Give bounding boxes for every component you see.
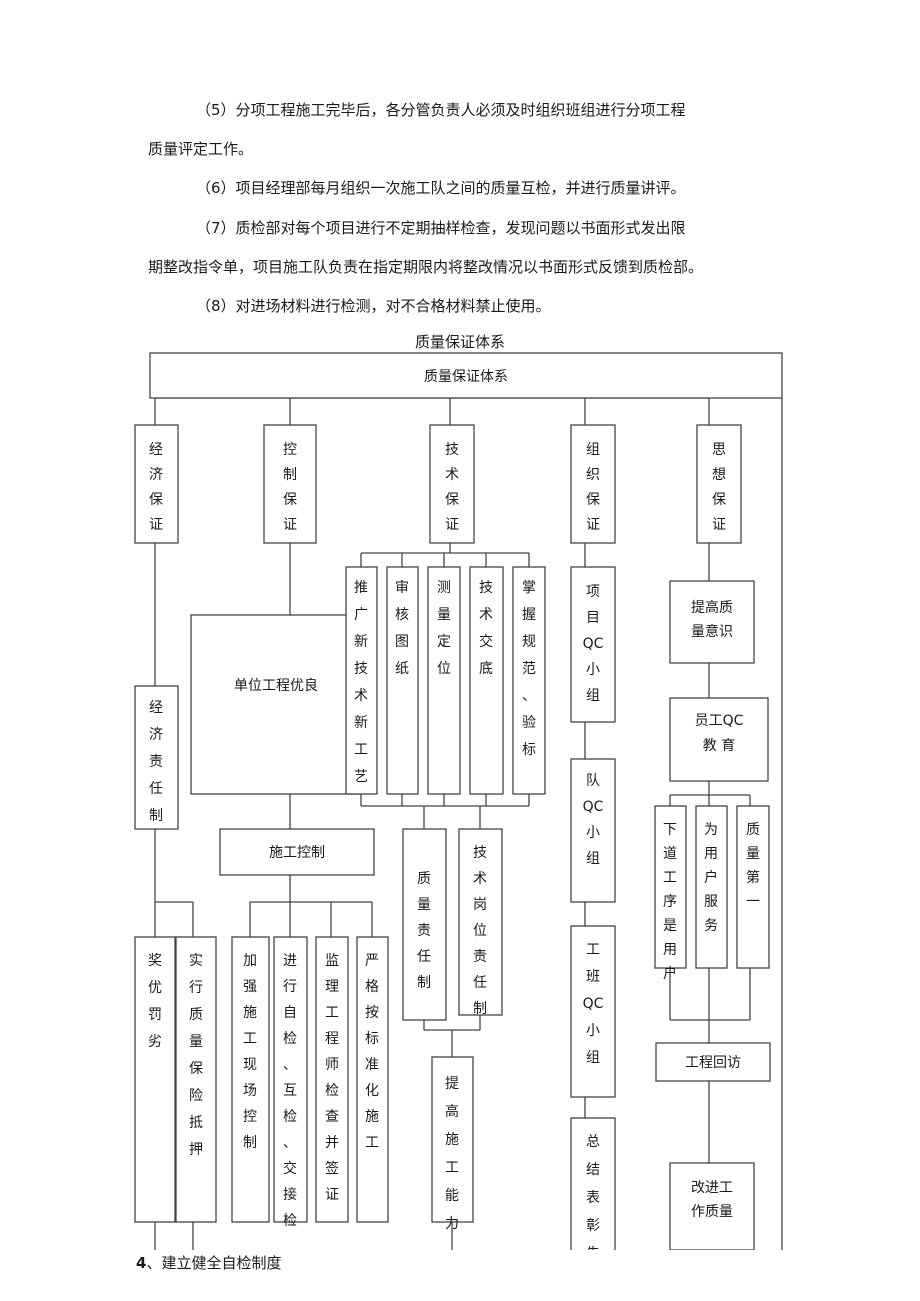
control-label: 控制保证 [283,442,297,533]
quality-responsibility-label: 质量责任制 [417,871,431,991]
unit-excellent-box [190,614,362,795]
review-drawings-box [386,566,419,795]
paragraph-3: （7）质检部对每个项目进行不定期抽样检查，发现问题以书面形式发出限 [196,219,686,237]
diagram-caption: 质量保证体系 [414,333,505,351]
root-label: 质量保证体系 [424,369,508,385]
tech-disclosure-box [469,566,504,795]
quality-assurance-diagram: 质量保证体系 经济保证 控制保证 技术保证 组织保证 思想保证 经济责任制 奖优… [134,352,783,1250]
economic-box [134,424,179,544]
qc-education-box [669,697,769,782]
standards-box [512,566,546,795]
organization-box [570,424,616,544]
quality-responsibility-box [402,828,447,1021]
paragraph-3-cont: 期整改指令单，项目施工队负责在指定期限内将整改情况以书面形式反馈到质检部。 [148,258,704,276]
technical-box [429,424,475,544]
site-control-box [231,936,270,1223]
root-box [149,352,783,399]
qc-education-label-2: 教 育 [703,738,735,754]
standardized-box [356,936,389,1223]
improve-ability-label: 提高施工能力 [445,1076,459,1232]
ideology-box [696,424,742,544]
crew-qc-box [570,925,616,1098]
awareness-box [669,580,755,664]
ideology-label: 思想保证 [712,442,726,533]
reward-label: 奖优罚劣 [148,952,162,1050]
project-qc-box [570,566,616,723]
deposit-box [175,936,217,1223]
serve-users-box [695,805,728,969]
post-responsibility-box [458,828,503,1016]
survey-box [427,566,461,795]
summary-box [570,1117,616,1250]
control-box [263,424,317,544]
review-drawings-label: 审核图纸 [395,580,409,677]
paragraph-1-cont: 质量评定工作。 [148,140,254,158]
tech-disclosure-label: 技术交底 [479,580,493,677]
economic-responsibility-label: 经济责任制 [149,700,163,824]
unit-excellent-label: 单位工程优良 [234,678,318,694]
next-process-box [654,805,687,969]
quality-first-label: 质量第一 [746,822,760,910]
post-responsibility-label: 技术岗位责任制 [473,845,487,1017]
paragraph-4: （8）对进场材料进行检测，对不合格材料禁止使用。 [196,297,551,315]
organization-label: 组织保证 [586,442,600,533]
paragraph-1: （5）分项工程施工完毕后，各分管负责人必须及时组织班组进行分项工程 [196,101,686,119]
deposit-label: 实行质量保险抵押 [189,953,203,1158]
reward-box [134,936,176,1223]
technical-label: 技术保证 [445,442,459,533]
revisit-label: 工程回访 [685,1055,741,1071]
supervision-label: 监理工程师检查并签证 [325,953,339,1203]
awareness-label: 提高质量意识 [691,599,733,640]
supervision-box [315,936,349,1223]
next-process-label: 下道工序是用户 [663,822,677,982]
construction-control-box [219,828,375,876]
quality-first-box [736,805,770,969]
survey-label: 测量定位 [437,580,451,677]
economic-responsibility-box [134,685,179,830]
improve-quality-label-1: 改进工 [691,1180,733,1196]
revisit-box [655,1042,771,1082]
qc-education-label-1: 员工QC [695,713,744,729]
improve-ability-box [431,1056,474,1223]
footer-heading: 4、建立健全自检制度 [136,1254,282,1272]
self-check-label: 进行自检、互检、交接检 [283,953,297,1229]
summary-label: 总结表彰先 [586,1134,600,1250]
economic-label: 经济保证 [149,442,163,533]
self-check-box [273,936,308,1223]
standards-label: 掌握规范、验标 [522,580,536,758]
standardized-label: 严格按标准化施工 [365,953,379,1151]
paragraph-2: （6）项目经理部每月组织一次施工队之间的质量互检，并进行质量讲评。 [196,179,686,197]
construction-control-label: 施工控制 [269,845,325,861]
improve-quality-box [669,1162,755,1250]
improve-quality-label-2: 作质量 [691,1204,733,1220]
new-tech-label: 推广新技术新工艺 [354,580,368,785]
site-control-label: 加强施工现场控制 [243,953,257,1151]
serve-users-label: 为用户服务 [704,822,718,934]
new-tech-box [345,566,378,795]
team-qc-box [570,758,616,903]
